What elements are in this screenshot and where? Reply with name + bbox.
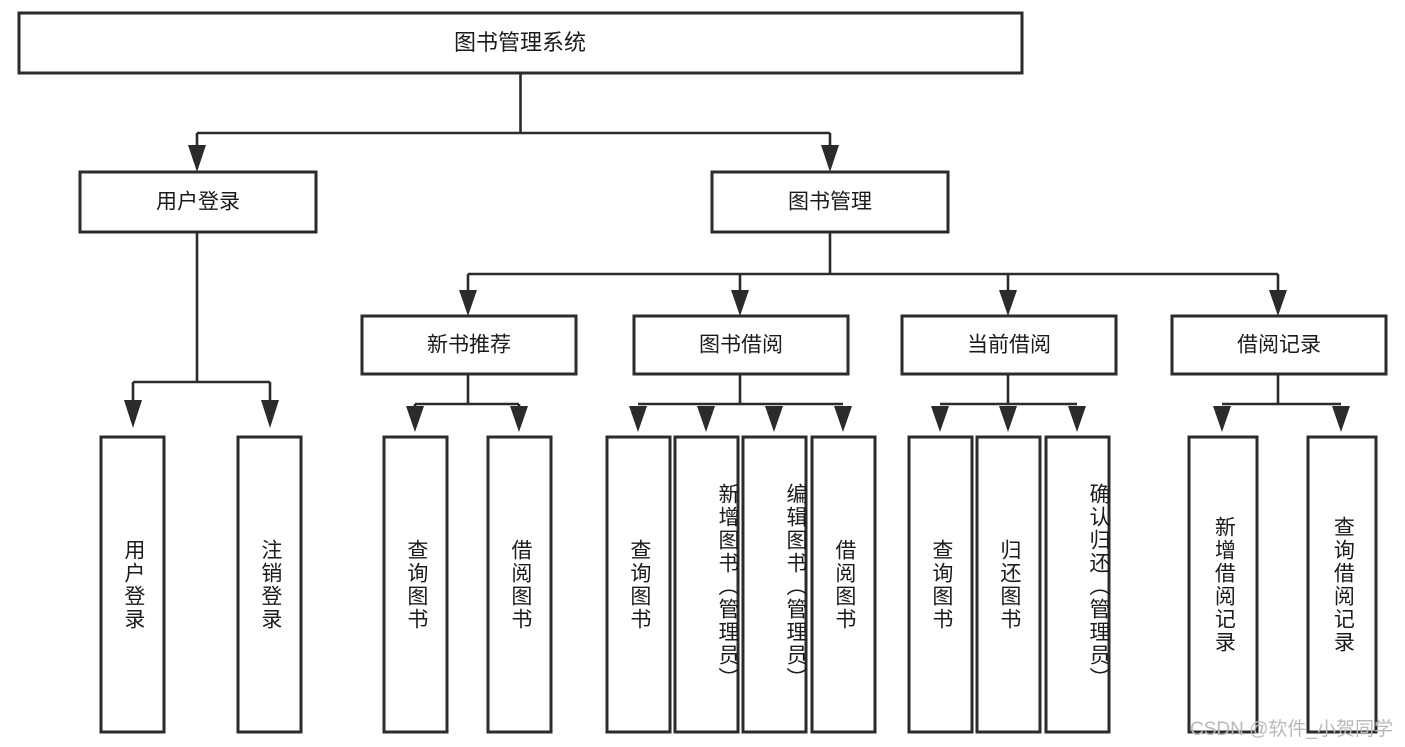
leaf-box-borrow-record-1[interactable] [1187, 435, 1259, 734]
arrow-record-leaf-1 [1213, 406, 1231, 432]
arrow-current-leaf-2 [999, 406, 1017, 432]
node-current-borrow-label: 当前借阅 [967, 334, 1051, 357]
arrow-bookmgmt-to-borrow [731, 290, 749, 316]
arrow-record-leaf-2 [1332, 406, 1350, 432]
arrow-root-to-user-login [188, 145, 206, 172]
node-borrow-record-label: 借阅记录 [1237, 334, 1321, 357]
leaf-box-book-borrow-1[interactable] [605, 435, 672, 734]
node-new-book-recommend-label: 新书推荐 [427, 334, 511, 357]
node-root-box[interactable] [17, 11, 1024, 75]
node-root[interactable]: 图书管理系统 [17, 11, 1024, 75]
leaf-box-current-borrow-1[interactable] [907, 435, 974, 734]
arrow-bookmgmt-to-record [1269, 290, 1287, 316]
leaf-box-new-book-2[interactable] [486, 435, 553, 734]
arrow-userlogin-leaf-2 [261, 400, 279, 428]
node-new-book-recommend-box[interactable] [360, 314, 578, 376]
arrow-borrow-leaf-3 [765, 406, 783, 432]
node-book-borrow-box[interactable] [632, 314, 850, 376]
node-borrow-record-box[interactable] [1170, 314, 1388, 376]
arrow-bookmgmt-to-current [999, 290, 1017, 316]
leaf-box-new-book-1[interactable] [382, 435, 449, 734]
leaf-box-borrow-record-2[interactable] [1306, 435, 1378, 734]
leaf-box-current-borrow-2[interactable] [975, 435, 1042, 734]
arrow-borrow-leaf-2 [697, 406, 715, 432]
node-book-management-label: 图书管理 [788, 191, 872, 214]
leaf-box-book-borrow-3[interactable] [741, 435, 808, 734]
arrow-borrow-leaf-4 [834, 406, 852, 432]
node-book-borrow-label: 图书借阅 [699, 334, 783, 357]
node-current-borrow[interactable]: 当前借阅 [900, 314, 1118, 376]
node-user-login[interactable]: 用户登录 [78, 170, 318, 234]
arrow-bookmgmt-to-new-book [459, 290, 477, 316]
node-book-management[interactable]: 图书管理 [710, 170, 950, 234]
node-book-borrow[interactable]: 图书借阅 [632, 314, 850, 376]
leaf-box-user-login-2[interactable] [236, 435, 303, 734]
node-user-login-box[interactable] [78, 170, 318, 234]
arrow-borrow-leaf-1 [629, 406, 647, 432]
arrow-current-leaf-1 [931, 406, 949, 432]
arrow-root-to-book-mgmt [821, 145, 839, 172]
node-new-book-recommend[interactable]: 新书推荐 [360, 314, 578, 376]
node-user-login-label: 用户登录 [156, 191, 240, 214]
node-current-borrow-box[interactable] [900, 314, 1118, 376]
arrow-userlogin-leaf-1 [124, 400, 142, 428]
leaf-box-book-borrow-2[interactable] [673, 435, 740, 734]
connector-layer [124, 73, 1350, 432]
arrow-newbook-leaf-2 [510, 406, 528, 432]
arrow-current-leaf-3 [1068, 406, 1086, 432]
node-borrow-record[interactable]: 借阅记录 [1170, 314, 1388, 376]
leaf-box-current-borrow-3[interactable] [1044, 435, 1111, 734]
node-root-label: 图书管理系统 [454, 30, 586, 55]
arrow-newbook-leaf-1 [406, 406, 424, 432]
leaf-box-book-borrow-4[interactable] [810, 435, 877, 734]
node-book-management-box[interactable] [710, 170, 950, 234]
leaf-box-user-login-1[interactable] [99, 435, 166, 734]
